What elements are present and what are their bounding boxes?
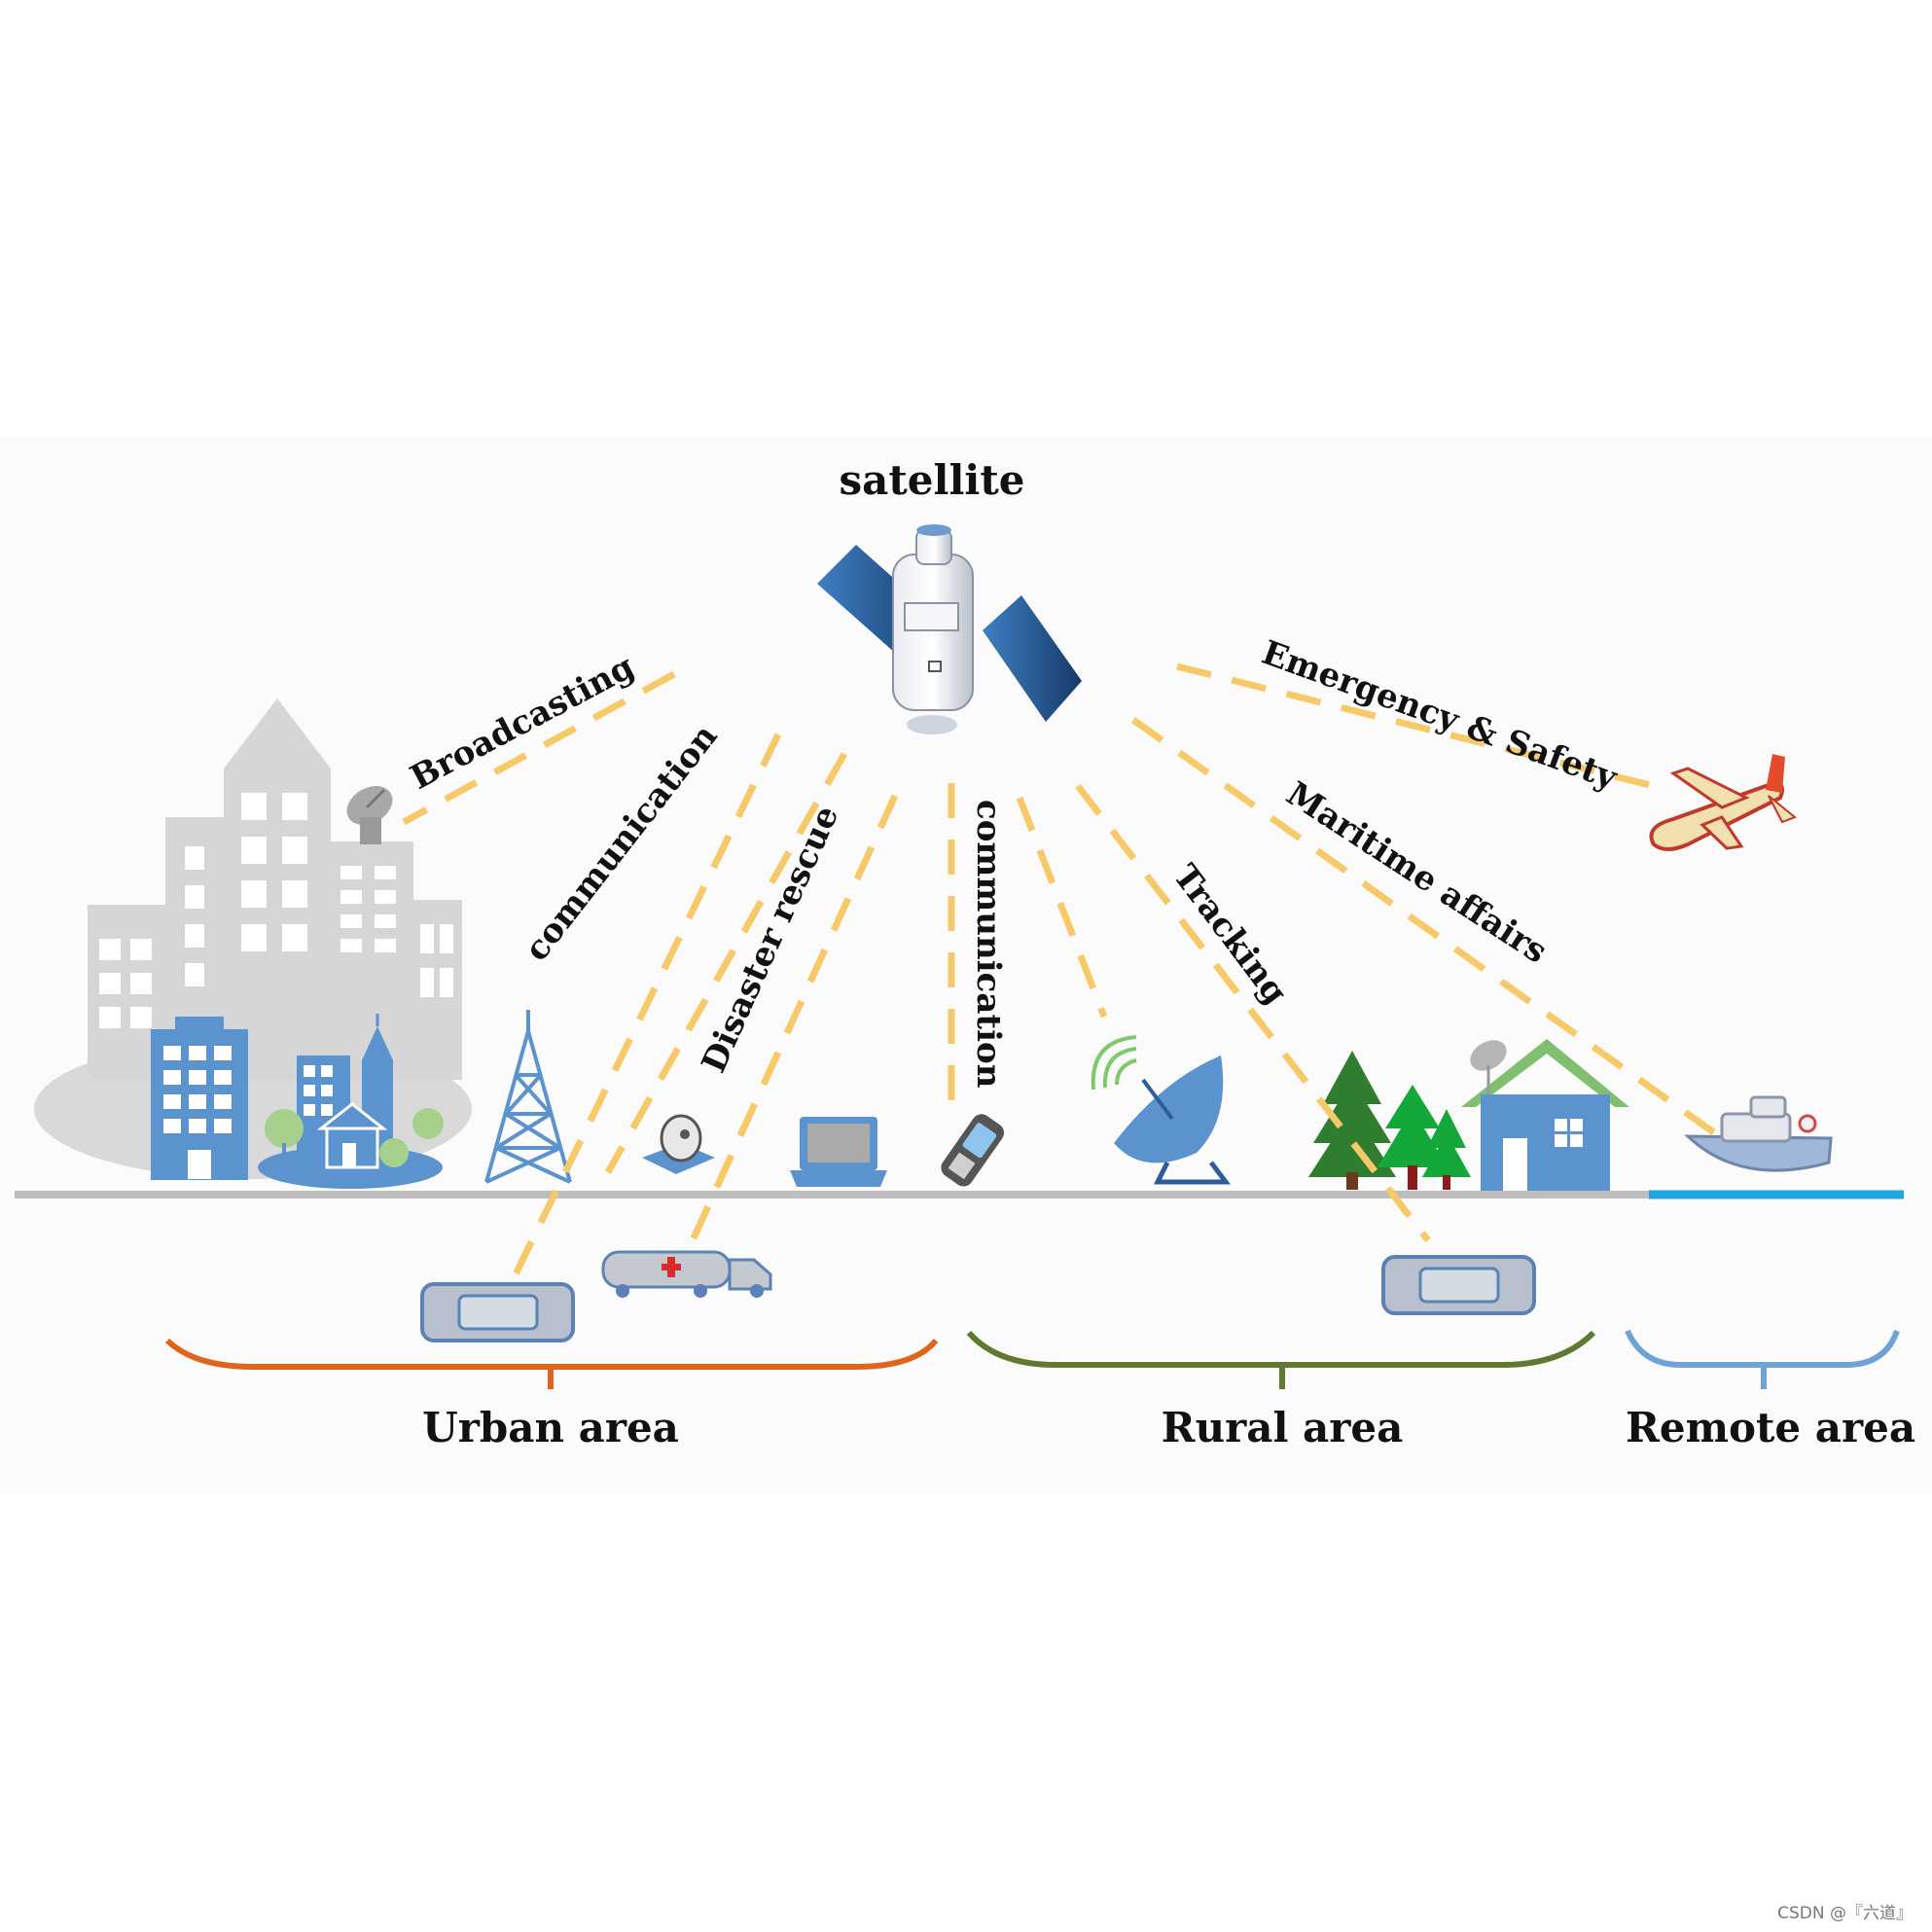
- mobile-phone-icon: [941, 1114, 1005, 1187]
- rural-area-bracket: [966, 1330, 1596, 1389]
- laptop-icon: [790, 1117, 887, 1187]
- car-rural-icon: [1381, 1255, 1536, 1315]
- remote-area-bracket: [1625, 1329, 1900, 1389]
- car-urban-icon: [420, 1282, 575, 1342]
- ambulance-tanker-icon: [601, 1250, 772, 1298]
- signal-beams: [402, 662, 1725, 1276]
- town-island-icon: [258, 1014, 444, 1189]
- beam-communication-urban: [512, 733, 782, 1276]
- remote-area-label: Remote area: [1626, 1404, 1915, 1451]
- urban-area-label: Urban area: [422, 1404, 679, 1451]
- house-icon: [1461, 1039, 1629, 1194]
- trees-icon: [1308, 1051, 1471, 1190]
- watermark: CSDN @『六道』: [1777, 1904, 1913, 1923]
- office-building-icon: [151, 1017, 248, 1180]
- ship-icon: [1684, 1095, 1833, 1172]
- rural-area-label: Rural area: [1162, 1404, 1404, 1451]
- communication-center-label: communication: [969, 800, 1008, 1088]
- satellite-terminal-icon: [642, 1114, 715, 1174]
- satellite-label: satellite: [840, 456, 1025, 504]
- cell-tower-icon: [484, 1010, 572, 1184]
- beam-dish: [1016, 796, 1108, 1019]
- airplane-icon: [1649, 754, 1797, 851]
- beam-emergency: [1176, 662, 1655, 790]
- beam-broadcasting: [402, 670, 676, 826]
- rooftop-dish-icon: [346, 786, 393, 844]
- beam-disaster-rescue: [604, 752, 848, 1174]
- ground-station-dish-icon: [1091, 1035, 1231, 1185]
- urban-area-bracket: [164, 1338, 939, 1389]
- beam-maritime: [1130, 717, 1725, 1141]
- beam-tracking: [1075, 783, 1431, 1243]
- beam-disaster-rescue-2: [689, 794, 899, 1242]
- satellite-icon: [817, 524, 1082, 734]
